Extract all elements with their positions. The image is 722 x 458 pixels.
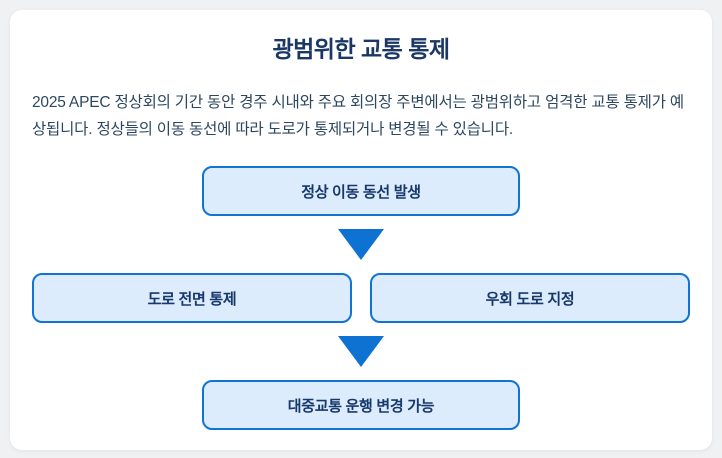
down-arrow-icon (338, 336, 384, 367)
flow-node-transit-change: 대중교통 운행 변경 가능 (202, 380, 520, 430)
down-arrow-icon (338, 229, 384, 260)
flow-node-road-closure: 도로 전면 통제 (32, 273, 352, 323)
flow-node-label: 정상 이동 동선 발생 (301, 183, 421, 201)
page-title: 광범위한 교통 통제 (272, 36, 450, 62)
intro-paragraph: 2025 APEC 정상회의 기간 동안 경주 시내와 주요 회의장 주변에서는… (32, 94, 684, 138)
flow-row: 도로 전면 통제 우회 도로 지정 (32, 273, 690, 323)
flow-node-label: 도로 전면 통제 (147, 290, 237, 308)
content-card: 광범위한 교통 통제 2025 APEC 정상회의 기간 동안 경주 시내와 주… (10, 10, 712, 450)
flow-node-label: 대중교통 운행 변경 가능 (287, 397, 435, 415)
flow-node-label: 우회 도로 지정 (485, 290, 575, 308)
flow-node-detour-designation: 우회 도로 지정 (370, 273, 690, 323)
flow-diagram: 정상 이동 동선 발생 도로 전면 통제 우회 도로 지정 대중교통 운행 변경… (10, 166, 712, 430)
flow-node-summit-movement: 정상 이동 동선 발생 (202, 166, 520, 216)
